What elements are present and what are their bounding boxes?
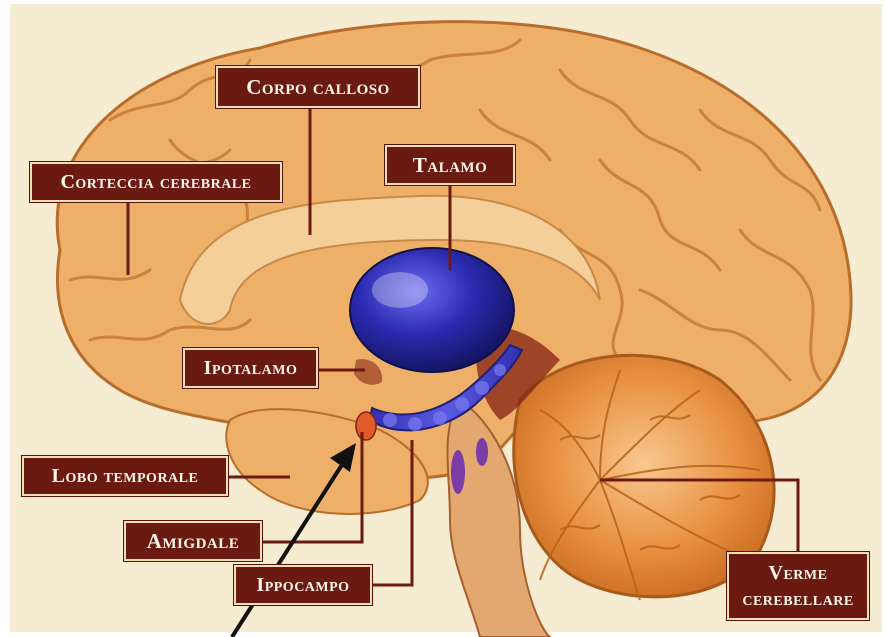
label-ipotalamo-text: Ipotalamo bbox=[204, 357, 298, 380]
label-lobo-temporale-text: Lobo temporale bbox=[52, 465, 199, 488]
label-lobo-temporale: Lobo temporale bbox=[22, 456, 228, 496]
label-verme-cerebellare: Vermecerebellare bbox=[727, 552, 869, 620]
label-verme-line1: Verme bbox=[769, 560, 828, 586]
label-corpo-calloso: Corpo calloso bbox=[216, 66, 420, 108]
label-talamo-text: Talamo bbox=[413, 153, 488, 178]
label-amigdale-text: Amigdale bbox=[147, 529, 240, 554]
label-talamo: Talamo bbox=[385, 145, 515, 185]
label-corpo-calloso-text: Corpo calloso bbox=[246, 75, 390, 100]
thalamus bbox=[350, 248, 514, 372]
label-amigdale: Amigdale bbox=[124, 521, 262, 561]
thalamus-highlight bbox=[372, 272, 428, 308]
amygdala bbox=[356, 412, 376, 440]
label-verme-line2: cerebellare bbox=[742, 586, 853, 612]
label-ipotalamo: Ipotalamo bbox=[183, 348, 318, 388]
label-ippocampo-text: Ippocampo bbox=[256, 574, 349, 597]
label-corteccia-cerebrale: Corteccia cerebrale bbox=[30, 162, 282, 202]
label-ippocampo: Ippocampo bbox=[234, 565, 372, 605]
label-corteccia-text: Corteccia cerebrale bbox=[60, 171, 251, 194]
